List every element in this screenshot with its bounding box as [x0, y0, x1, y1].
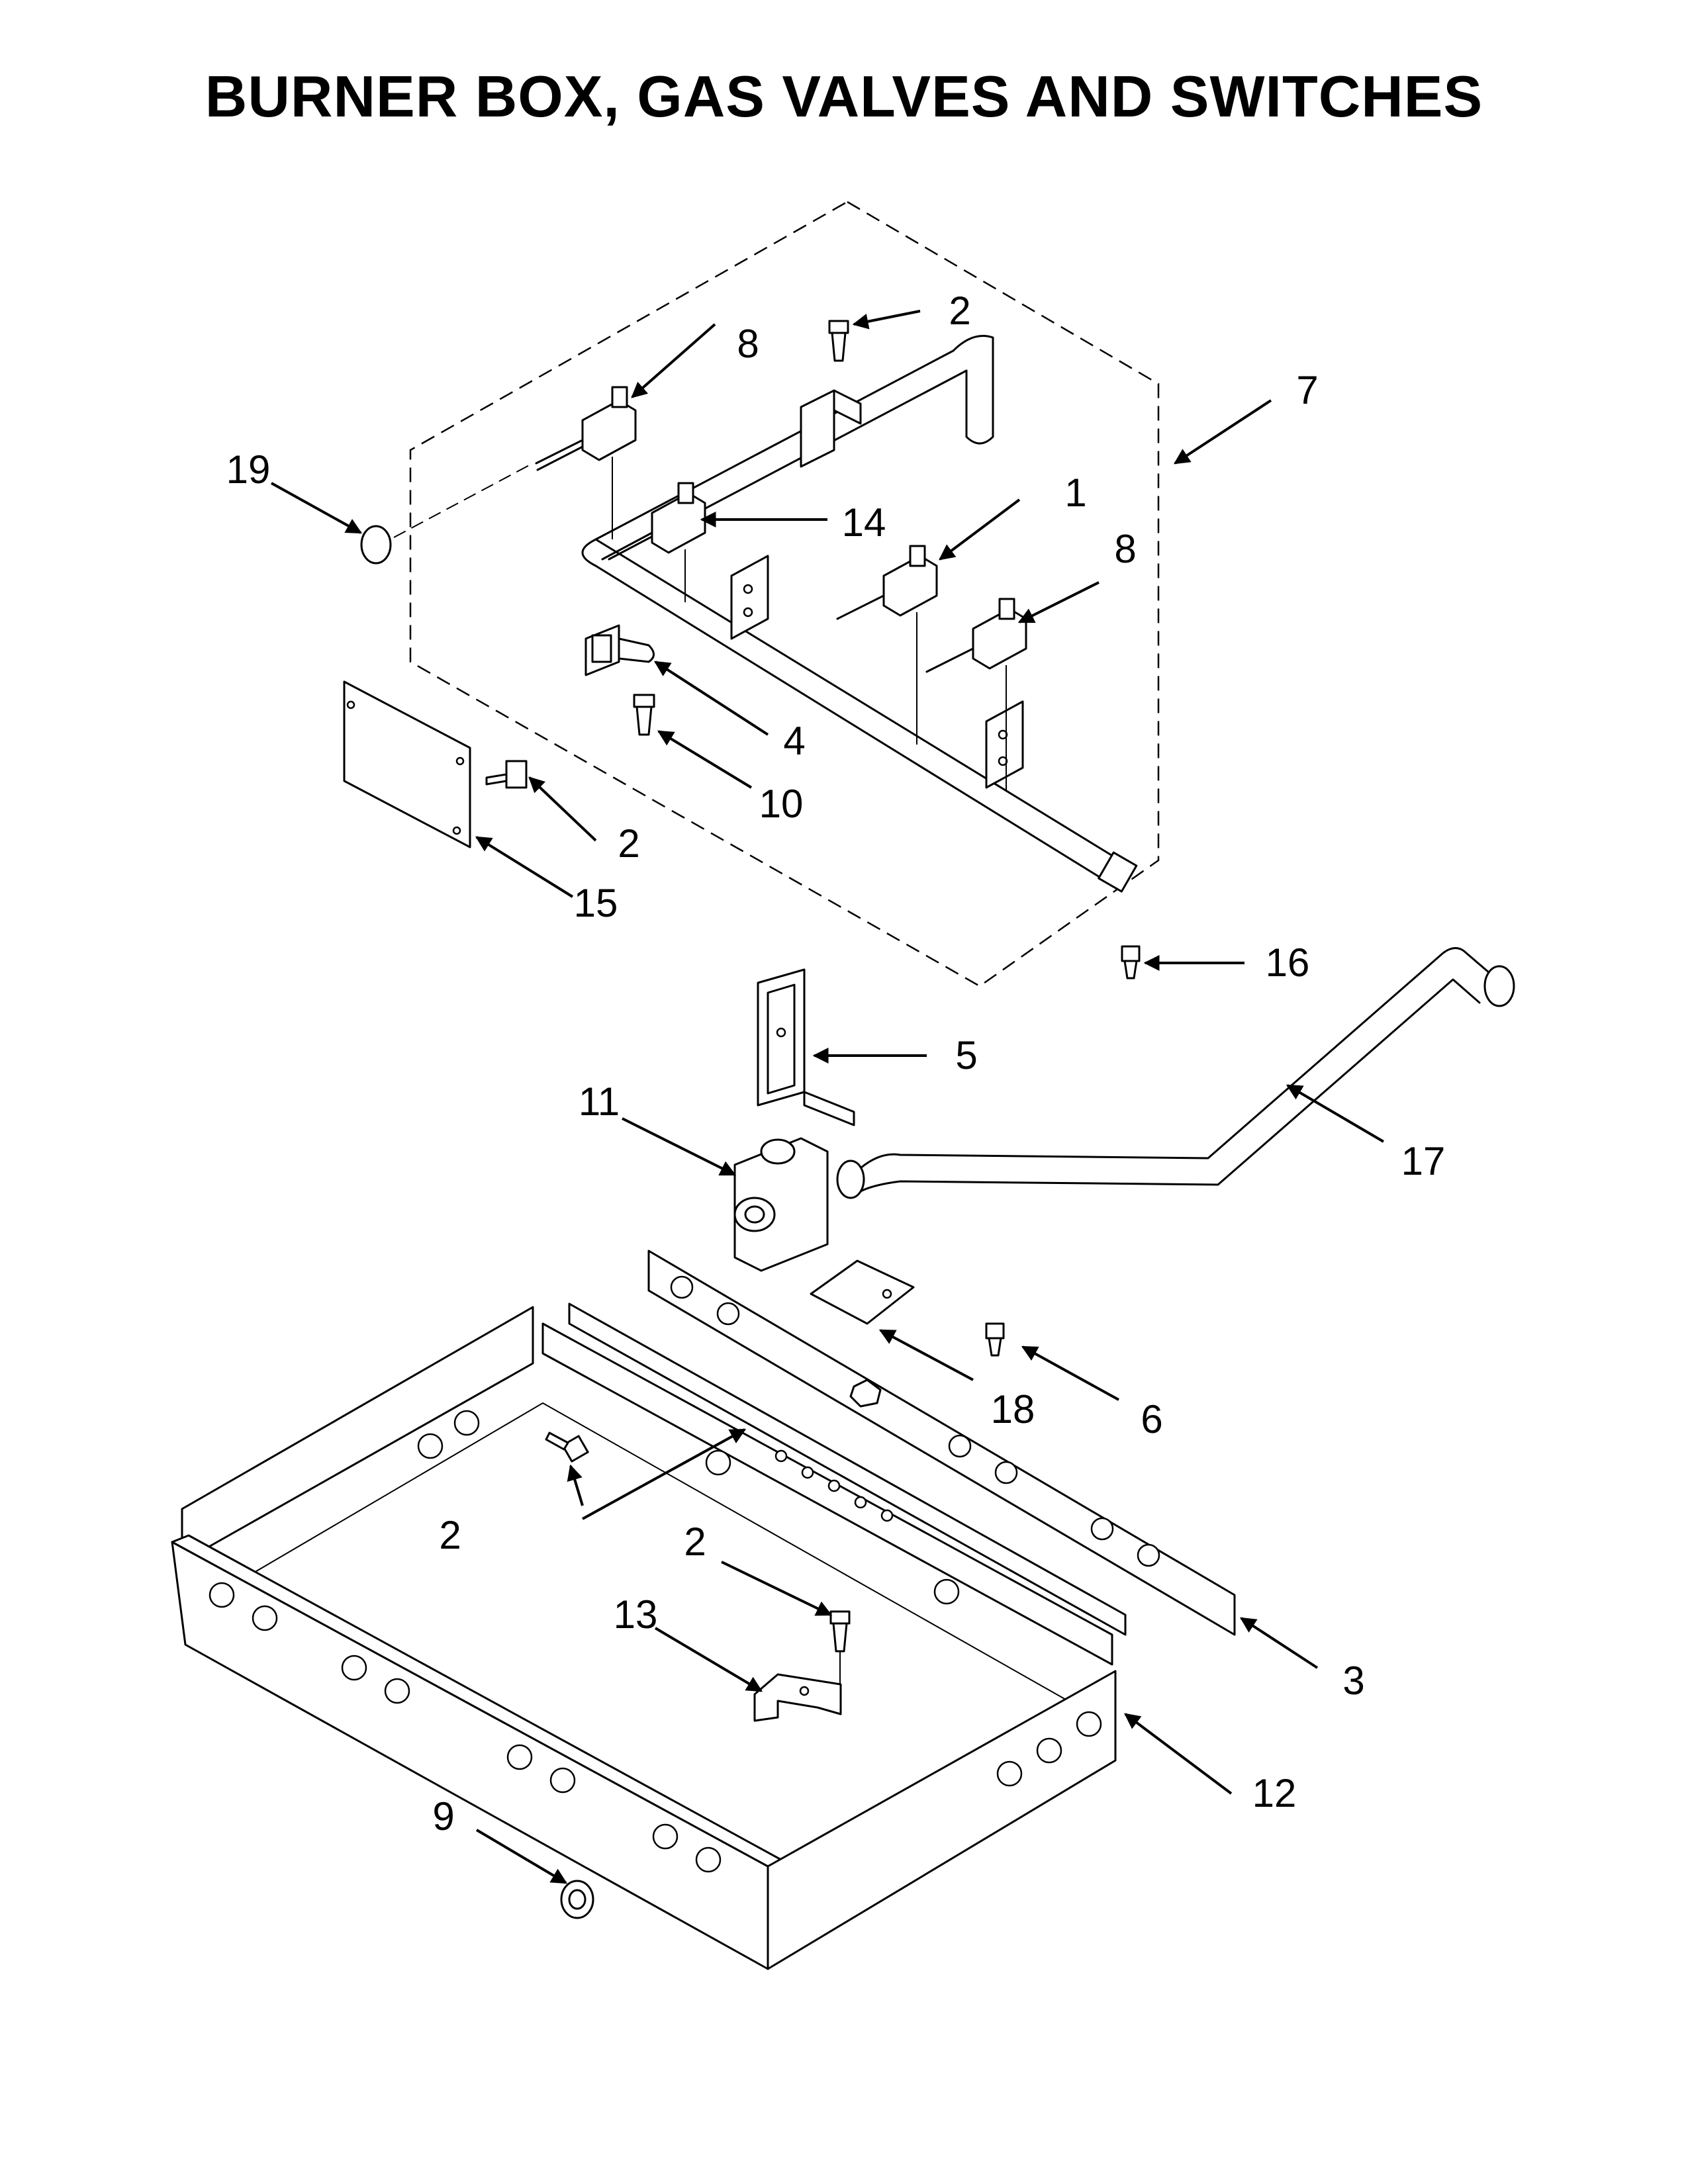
manifold-assembly-boundary — [409, 201, 1160, 987]
manifold-bracket-right — [985, 700, 1024, 789]
callout-2-box-center: 2 — [684, 1520, 706, 1564]
callout-15: 15 — [574, 881, 618, 925]
callout-18: 18 — [991, 1387, 1035, 1432]
screw-2-panel — [485, 760, 528, 789]
cover-plate-15 — [343, 680, 471, 848]
bracket-13 — [753, 1673, 842, 1722]
screw-2-top — [828, 320, 849, 362]
front-panel-3 — [647, 1250, 1236, 1636]
callout-16: 16 — [1266, 940, 1310, 985]
pressure-regulator-11 — [733, 1137, 829, 1272]
callout-1: 1 — [1064, 471, 1086, 515]
callout-10: 10 — [759, 782, 804, 826]
callout-19: 19 — [226, 447, 271, 492]
callout-8-upper: 8 — [737, 322, 759, 366]
screw-10 — [633, 694, 655, 736]
callout-9: 9 — [432, 1794, 454, 1839]
callout-6: 6 — [1141, 1397, 1162, 1441]
callout-3: 3 — [1342, 1659, 1364, 1703]
callout-13: 13 — [614, 1592, 658, 1637]
screw-2-box-left — [545, 1432, 589, 1463]
burner-box-12 — [171, 1302, 1127, 1970]
leader-lines — [271, 310, 1385, 1884]
screw-2-box-center — [829, 1610, 851, 1684]
callout-2-top: 2 — [949, 289, 970, 333]
manifold-bracket-top — [800, 389, 862, 468]
callout-4: 4 — [783, 719, 805, 763]
callout-8-right: 8 — [1114, 527, 1136, 571]
callout-14: 14 — [842, 500, 886, 545]
valve-knob-switch-19 — [360, 463, 534, 565]
burner-valve-1 — [836, 545, 938, 745]
burner-valve-lower-right — [925, 598, 1027, 791]
callout-12: 12 — [1252, 1771, 1297, 1815]
burner-valve-upper-left — [535, 386, 637, 539]
callout-5: 5 — [955, 1033, 977, 1077]
callout-11: 11 — [579, 1079, 620, 1124]
page-title: BURNER BOX, GAS VALVES AND SWITCHES — [205, 64, 1483, 129]
gas-inlet-pipe-17 — [836, 947, 1515, 1199]
regulator-bracket-5 — [757, 968, 855, 1126]
callout-17: 17 — [1401, 1139, 1446, 1183]
heat-shield-18 — [810, 1259, 915, 1325]
callout-7: 7 — [1296, 368, 1318, 412]
ignition-switch-4 — [585, 624, 655, 676]
manifold-bracket-mid — [730, 555, 769, 640]
callout-labels: 1 2 2 2 2 3 4 5 6 7 8 8 9 10 11 12 13 14… — [226, 289, 1446, 1839]
callout-2-panel: 2 — [618, 821, 639, 866]
burner-valve-14 — [601, 482, 706, 602]
grommet-9 — [560, 1880, 594, 1919]
callout-2-box-left: 2 — [439, 1513, 461, 1557]
orifice-6 — [985, 1322, 1005, 1357]
fitting-16 — [1121, 945, 1141, 979]
